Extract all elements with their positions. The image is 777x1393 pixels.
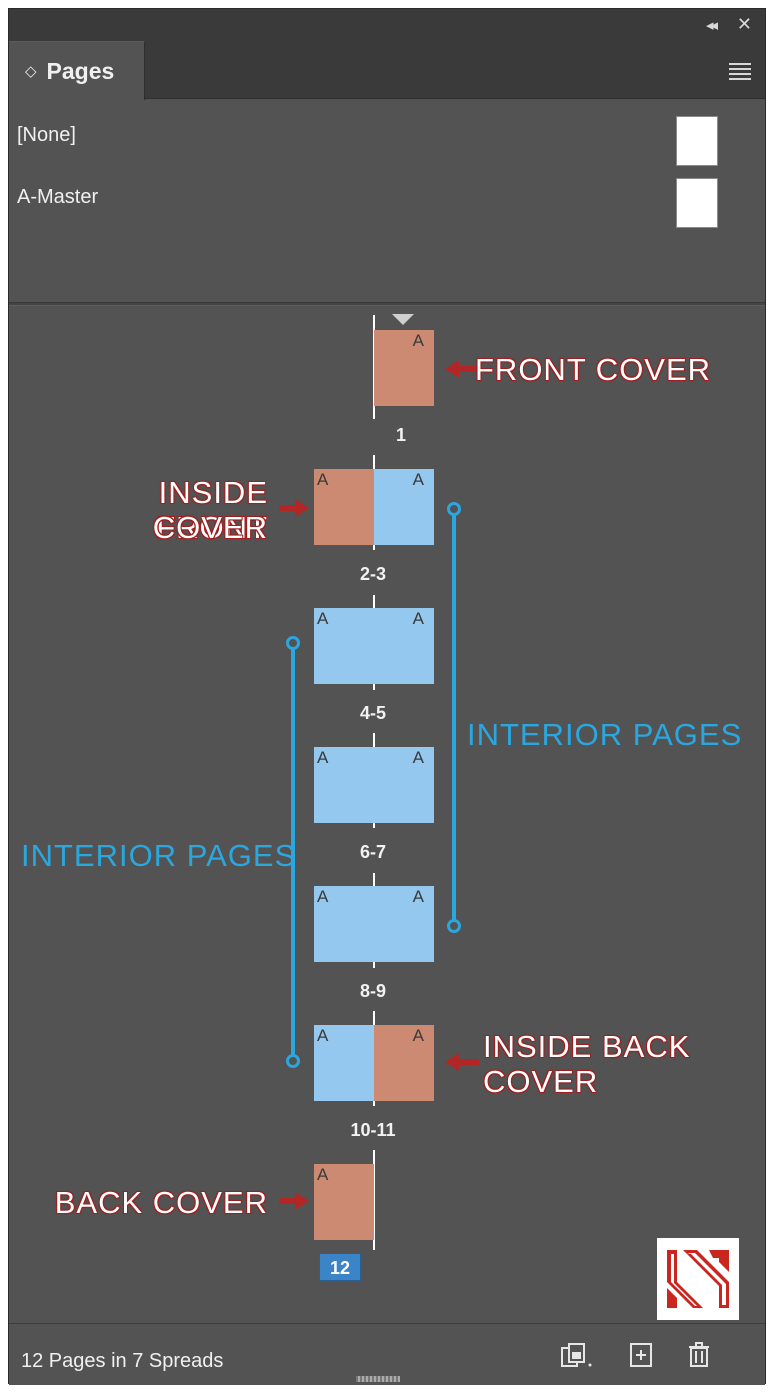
tab-pages[interactable]: ◇ Pages (9, 41, 145, 100)
panel-resize-grip[interactable] (356, 1376, 400, 1382)
annotation-back-cover: BACK COVER (54, 1185, 268, 1220)
spread-label-1: 1 (395, 425, 406, 445)
panel-menu-icon[interactable] (729, 63, 751, 83)
delete-page-trash-icon[interactable] (687, 1342, 711, 1373)
annotation-front-cover: FRONT COVER (475, 352, 712, 387)
page-1[interactable]: A (374, 330, 434, 406)
spread-label-2-3: 2-3 (359, 564, 386, 584)
bracket-end-dot-icon (447, 919, 461, 933)
panel-title-bar: ◂◂ ✕ (9, 9, 765, 41)
master-prefix: A (317, 609, 329, 628)
master-a-label: A-Master (17, 186, 99, 208)
spread-label-6-7: 6-7 (359, 842, 386, 862)
updown-chevron-icon: ◇ (25, 63, 37, 80)
page-4[interactable]: A (314, 608, 374, 684)
master-prefix: A (317, 1165, 329, 1184)
page-3[interactable]: A (374, 469, 434, 545)
master-prefix: A (317, 470, 329, 489)
annotation-inside-front-line1: INSIDE FRONT (156, 475, 268, 545)
bracket-end-dot-icon (286, 1054, 300, 1068)
pages-panel: ◂◂ ✕ ◇ Pages [None] A-Master A 1 A A (8, 8, 766, 1385)
master-prefix: A (412, 470, 424, 489)
annotation-inside-back-line1: INSIDE BACK (483, 1029, 691, 1064)
bracket-end-dot-icon (286, 636, 300, 650)
brand-logo (657, 1238, 739, 1320)
page-12[interactable]: A (314, 1164, 374, 1240)
back-cover-arrow-icon (279, 1192, 309, 1210)
edit-page-size-icon[interactable] (559, 1342, 595, 1373)
tab-pages-label: Pages (46, 57, 115, 84)
spread-label-4-5: 4-5 (359, 703, 386, 723)
master-prefix: A (412, 887, 424, 906)
master-prefix: A (412, 748, 424, 767)
master-prefix: A (317, 887, 329, 906)
page-count-status: 12 Pages in 7 Spreads (21, 1350, 224, 1372)
collapse-panel-icon[interactable]: ◂◂ (705, 17, 718, 34)
brand-logo-mark (667, 1250, 729, 1308)
page-2[interactable]: A (314, 469, 374, 545)
inside-back-arrow-icon (445, 1053, 479, 1071)
master-a-row[interactable]: A-Master (17, 170, 759, 228)
page-11[interactable]: A (374, 1025, 434, 1101)
inside-front-arrow-icon (279, 499, 309, 517)
master-none-thumbnail[interactable] (676, 116, 718, 166)
interior-bracket-right (452, 514, 456, 926)
page-9[interactable]: A (374, 886, 434, 962)
page-6[interactable]: A (314, 747, 374, 823)
annotation-inside-front-line2: COVER (152, 510, 268, 545)
spread-label-10-11: 10-11 (350, 1120, 396, 1140)
panel-footer: 12 Pages in 7 Spreads (9, 1323, 765, 1385)
page-5[interactable]: A (374, 608, 434, 684)
master-prefix: A (317, 1026, 329, 1045)
tab-row: ◇ Pages (9, 41, 765, 100)
interior-bracket-left (291, 647, 295, 1063)
page-10[interactable]: A (314, 1025, 374, 1101)
master-prefix: A (412, 1026, 424, 1045)
start-page-marker-icon (392, 314, 414, 325)
master-prefix: A (412, 609, 424, 628)
spread-label-12-selected[interactable]: 12 (319, 1253, 361, 1281)
master-prefix: A (412, 331, 424, 350)
annotation-interior-left: INTERIOR PAGES (21, 838, 297, 873)
page-7[interactable]: A (374, 747, 434, 823)
new-page-icon[interactable] (629, 1342, 653, 1373)
masters-section: [None] A-Master (9, 100, 765, 300)
spread-label-8-9: 8-9 (359, 981, 386, 1001)
master-none-label: [None] (17, 124, 76, 146)
annotation-inside-back-line2: COVER (483, 1064, 599, 1099)
bracket-end-dot-icon (447, 502, 461, 516)
front-cover-arrow-icon (445, 360, 479, 378)
spine-line (373, 1150, 375, 1250)
master-prefix: A (317, 748, 329, 767)
page-8[interactable]: A (314, 886, 374, 962)
section-divider[interactable] (9, 302, 765, 306)
annotation-interior-right: INTERIOR PAGES (467, 717, 743, 752)
close-icon[interactable]: ✕ (736, 14, 752, 34)
master-none-row[interactable]: [None] (17, 108, 759, 166)
master-a-thumbnail[interactable] (676, 178, 718, 228)
